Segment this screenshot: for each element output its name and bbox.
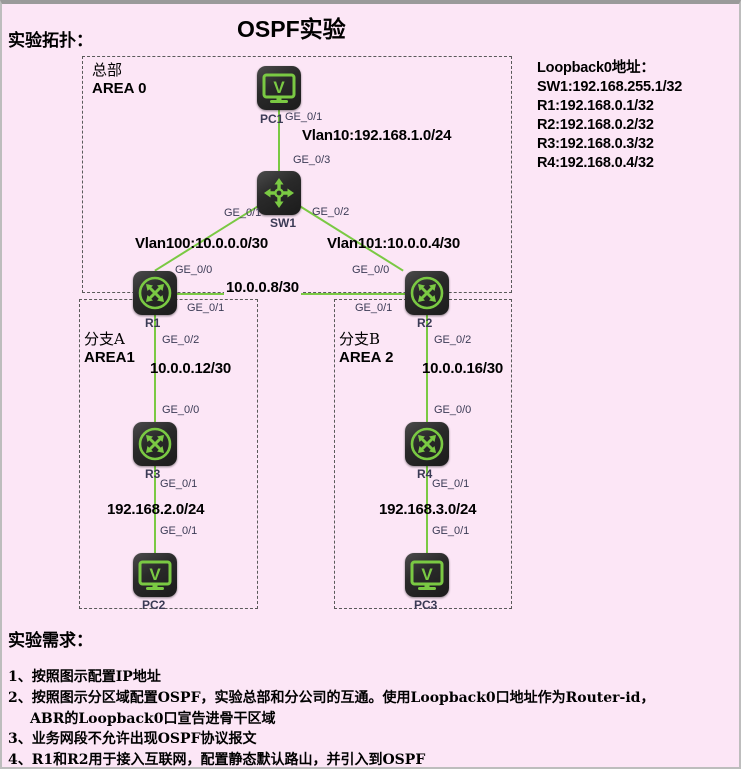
- link-r4-pc3: [426, 466, 428, 558]
- device-pc2-label: PC2: [142, 598, 166, 612]
- interface-r1-ge02-label: GE_0/2: [162, 334, 200, 346]
- loopback-entry-r2: R2:192.168.0.2/32: [537, 117, 654, 133]
- interface-pc1-ge01-label: GE_0/1: [285, 111, 323, 123]
- interface-r4-ge00-label: GE_0/0: [434, 404, 472, 416]
- interface-r2-ge00-label: GE_0/0: [352, 264, 390, 276]
- interface-r2-ge02-label: GE_0/2: [434, 334, 472, 346]
- area-2-label: 分支B AREA 2: [339, 328, 393, 366]
- device-r4-label: R4: [417, 467, 433, 481]
- area-1-label-cn: 分支A: [84, 330, 125, 348]
- area-0-label-en: AREA 0: [92, 80, 147, 97]
- area-1-label-en: AREA1: [84, 349, 135, 366]
- requirement-item-4: 4、R1和R2用于接入互联网，配置静态默认路山，并引入到OSPF: [8, 752, 426, 768]
- svg-text:V: V: [421, 565, 433, 584]
- loopback-heading: Loopback0地址：: [537, 60, 655, 76]
- area-0-label: 总部 AREA 0: [92, 59, 146, 97]
- device-pc3-icon[interactable]: V: [405, 553, 449, 597]
- area-2-label-cn: 分支B: [339, 330, 381, 348]
- interface-r3-ge00-label: GE_0/0: [162, 404, 200, 416]
- device-r3-icon[interactable]: [133, 422, 177, 466]
- interface-r1-ge00-label: GE_0/0: [175, 264, 213, 276]
- device-sw1-label: SW1: [270, 216, 297, 230]
- link-r2-r4: [426, 314, 428, 439]
- loopback-entry-r4: R4:192.168.0.4/32: [537, 155, 654, 171]
- segment-vlan100-label: Vlan100:10.0.0.0/30: [135, 235, 268, 252]
- device-r2-icon[interactable]: [405, 271, 449, 315]
- segment-r2-r4-label: 10.0.0.16/30: [422, 360, 504, 377]
- svg-text:V: V: [149, 565, 161, 584]
- link-pc1-sw1: [278, 104, 280, 174]
- segment-vlan101-label: Vlan101:10.0.0.4/30: [327, 235, 460, 252]
- interface-sw1-ge02-label: GE_0/2: [312, 206, 350, 218]
- device-r4-icon[interactable]: [405, 422, 449, 466]
- page-title: OSPF实验: [237, 16, 346, 42]
- segment-r1-r2-label: 10.0.0.8/30: [224, 279, 301, 296]
- loopback-entry-r3: R3:192.168.0.3/32: [537, 136, 654, 152]
- interface-r1-ge01-label: GE_0/1: [187, 302, 225, 314]
- segment-r1-r3-label: 10.0.0.12/30: [150, 360, 232, 377]
- area-2-label-en: AREA 2: [339, 349, 394, 366]
- device-r1-label: R1: [145, 316, 161, 330]
- device-r3-label: R3: [145, 467, 161, 481]
- interface-pc3-ge01-label: GE_0/1: [432, 525, 470, 537]
- interface-pc2-ge01-label: GE_0/1: [160, 525, 198, 537]
- requirement-item-2: 2、按照图示分区域配置OSPF，实验总部和分公司的互通。使用Loopback0口…: [8, 690, 655, 706]
- link-r1-r3: [154, 314, 156, 439]
- topology-heading: 实验拓扑：: [8, 31, 93, 51]
- device-r2-label: R2: [417, 316, 433, 330]
- interface-r3-ge01-label: GE_0/1: [160, 478, 198, 490]
- device-r1-icon[interactable]: [133, 271, 177, 315]
- loopback-entry-r1: R1:192.168.0.1/32: [537, 98, 654, 114]
- device-pc2-icon[interactable]: V: [133, 553, 177, 597]
- interface-r2-ge01-label: GE_0/1: [355, 302, 393, 314]
- area-1-label: 分支A AREA1: [84, 328, 135, 366]
- svg-text:V: V: [273, 78, 285, 97]
- interface-sw1-ge03-label: GE_0/3: [293, 154, 331, 166]
- interface-r4-ge01-label: GE_0/1: [432, 478, 470, 490]
- device-pc1-label: PC1: [260, 112, 284, 126]
- segment-pc2-net-label: 192.168.2.0/24: [107, 501, 205, 518]
- device-sw1-icon[interactable]: [257, 171, 301, 215]
- link-r3-pc2: [154, 466, 156, 558]
- device-pc3-label: PC3: [414, 598, 438, 612]
- requirement-item-3: 3、业务网段不允许出现OSPF协议报文: [8, 731, 257, 747]
- area-0-label-cn: 总部: [92, 61, 123, 79]
- interface-sw1-ge01-label: GE_0/1: [224, 207, 262, 219]
- segment-pc3-net-label: 192.168.3.0/24: [379, 501, 477, 518]
- device-pc1-icon[interactable]: V: [257, 66, 301, 110]
- requirement-item-1: 1、按照图示配置IP地址: [8, 669, 161, 685]
- loopback-legend: Loopback0地址： SW1:192.168.255.1/32 R1:192…: [537, 59, 682, 173]
- loopback-entry-sw1: SW1:192.168.255.1/32: [537, 79, 683, 95]
- requirements-heading: 实验需求：: [8, 631, 93, 651]
- requirement-item-2-cont: ABR的Loopback0口宣告进骨干区域: [30, 711, 276, 727]
- segment-vlan10-label: Vlan10:192.168.1.0/24: [302, 127, 452, 144]
